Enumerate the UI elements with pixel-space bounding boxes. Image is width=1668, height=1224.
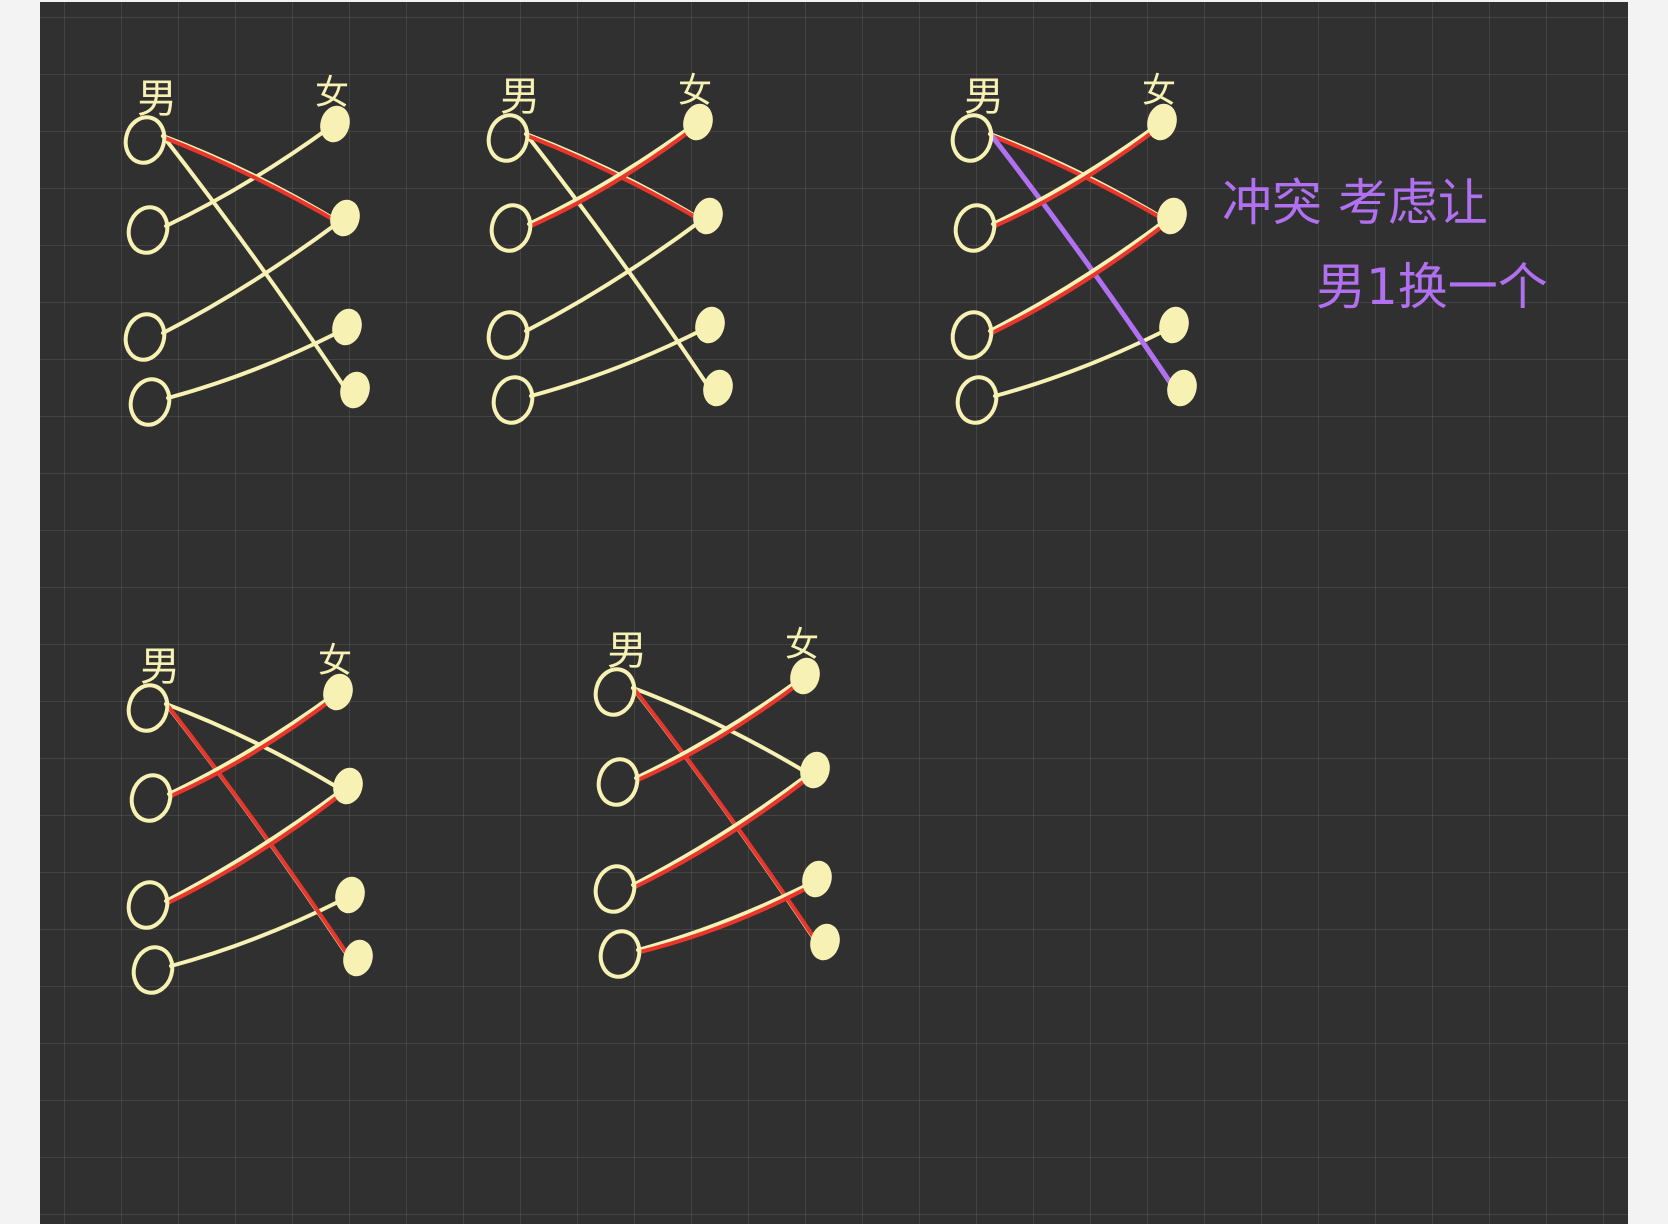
edge-m2-w1 xyxy=(164,126,331,228)
edge-m3-w2 xyxy=(631,772,811,887)
woman-node-4 xyxy=(810,923,840,961)
edge-m2-w1 xyxy=(527,124,694,226)
man-node-4 xyxy=(491,375,535,425)
edge-m1-w2 xyxy=(164,702,344,792)
matched-edge-m1-w4 xyxy=(166,704,356,966)
edge-m3-w2 xyxy=(988,218,1168,333)
edge-m2-w1 xyxy=(634,678,801,780)
edge-m4-w3 xyxy=(993,327,1170,398)
woman-node-3 xyxy=(1159,306,1189,344)
whiteboard-canvas[interactable]: 男女男女男女男女男女 冲突 考虑让 男1换一个 xyxy=(40,2,1628,1224)
edge-m3-w2 xyxy=(524,218,704,333)
edge-m4-w3 xyxy=(169,897,346,968)
woman-node-2 xyxy=(800,751,830,789)
woman-node-4 xyxy=(703,369,733,407)
man-node-3 xyxy=(486,310,530,360)
graph-1: 男女 xyxy=(123,73,370,427)
man-node-4 xyxy=(598,929,642,979)
matched-edge-m2-w1 xyxy=(636,680,803,782)
matched-edge-m2-w1 xyxy=(529,126,696,228)
woman-node-1 xyxy=(683,103,713,141)
woman-node-2 xyxy=(693,197,723,235)
edge-m4-w3 xyxy=(529,327,706,398)
matched-edge-m3-w2 xyxy=(990,220,1170,335)
graph-2: 男女 xyxy=(486,71,733,425)
edge-m3-w2 xyxy=(161,220,341,335)
woman-node-3 xyxy=(335,876,365,914)
man-node-2 xyxy=(126,205,170,255)
edge-m4-w3 xyxy=(636,881,813,952)
woman-node-1 xyxy=(323,673,353,711)
edge-m2-w1 xyxy=(991,124,1158,226)
woman-node-1 xyxy=(790,657,820,695)
note-line-2: 男1换一个 xyxy=(1316,258,1548,316)
drawing-surface[interactable]: 男女男女男女男女男女 冲突 考虑让 男1换一个 xyxy=(40,2,1628,1224)
man-node-2 xyxy=(953,203,997,253)
man-node-3 xyxy=(950,310,994,360)
man-node-2 xyxy=(596,757,640,807)
woman-node-2 xyxy=(333,767,363,805)
women-label: 女 xyxy=(318,641,352,681)
edge-m2-w1 xyxy=(167,694,334,796)
woman-node-1 xyxy=(320,105,350,143)
man-node-1 xyxy=(593,667,637,717)
woman-node-3 xyxy=(802,860,832,898)
woman-node-1 xyxy=(1147,103,1177,141)
man-node-1 xyxy=(950,113,994,163)
women-label: 女 xyxy=(1142,71,1176,111)
woman-node-3 xyxy=(332,308,362,346)
woman-node-2 xyxy=(1157,197,1187,235)
men-label: 男 xyxy=(500,74,540,120)
matched-edge-m4-w3 xyxy=(638,883,815,954)
man-node-3 xyxy=(126,880,170,930)
edge-m1-w4 xyxy=(161,134,351,396)
woman-node-2 xyxy=(330,199,360,237)
man-node-2 xyxy=(129,773,173,823)
graph-5: 男女 xyxy=(593,625,840,979)
edge-m4-w3 xyxy=(166,329,343,400)
matched-edge-m2-w1 xyxy=(993,126,1160,228)
men-label: 男 xyxy=(607,628,647,674)
edge-m3-w2 xyxy=(164,788,344,903)
graph-4: 男女 xyxy=(126,641,373,995)
note-line-1: 冲突 考虑让 xyxy=(1222,174,1488,232)
man-node-4 xyxy=(955,375,999,425)
man-node-2 xyxy=(489,203,533,253)
men-label: 男 xyxy=(140,644,180,690)
women-label: 女 xyxy=(678,71,712,111)
man-node-4 xyxy=(131,945,175,995)
man-node-1 xyxy=(486,113,530,163)
conflict-note: 冲突 考虑让 男1换一个 xyxy=(1222,174,1548,316)
edge-m1-w4 xyxy=(524,132,714,394)
man-node-3 xyxy=(123,312,167,362)
graph-3: 男女 xyxy=(950,71,1197,425)
edge-m1-w2 xyxy=(631,686,811,776)
matched-edge-m3-w2 xyxy=(166,790,346,905)
men-label: 男 xyxy=(964,74,1004,120)
woman-node-4 xyxy=(340,371,370,409)
matched-edge-m1-w2 xyxy=(163,136,343,226)
matched-edge-m1-w4 xyxy=(633,688,823,950)
woman-node-4 xyxy=(1167,369,1197,407)
bipartite-graphs: 男女男女男女男女男女 xyxy=(123,71,1197,995)
matched-edge-m1-w4 xyxy=(989,133,1181,397)
matched-edge-m3-w2 xyxy=(633,774,813,889)
men-label: 男 xyxy=(137,76,177,122)
man-node-4 xyxy=(128,377,172,427)
woman-node-3 xyxy=(695,306,725,344)
women-label: 女 xyxy=(785,625,819,665)
women-label: 女 xyxy=(315,73,349,113)
man-node-1 xyxy=(126,683,170,733)
man-node-3 xyxy=(593,864,637,914)
matched-edge-m2-w1 xyxy=(169,696,336,798)
man-node-1 xyxy=(123,115,167,165)
woman-node-4 xyxy=(343,939,373,977)
